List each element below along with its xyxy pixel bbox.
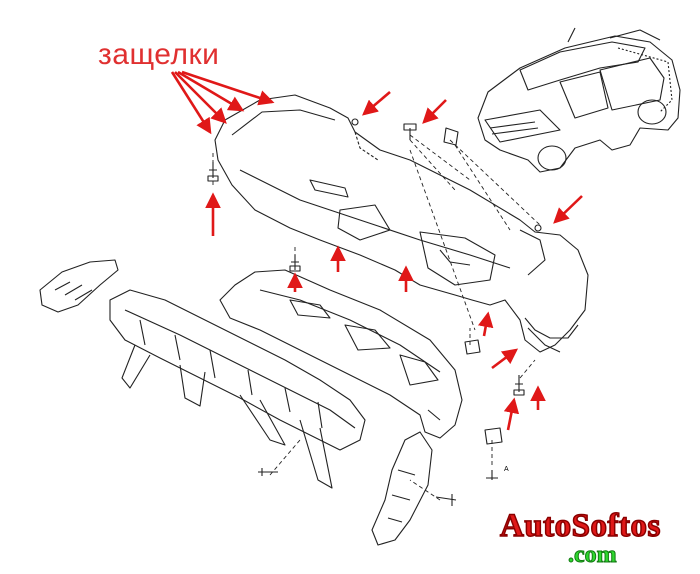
arrow-bottom-4 xyxy=(478,311,494,337)
arrow-corner xyxy=(491,348,519,370)
arrow-top-screw xyxy=(422,99,447,124)
left-bracket xyxy=(39,259,119,313)
arrow-clip-3 xyxy=(177,70,245,112)
arrow-right-side xyxy=(553,195,583,224)
arrow-clip-1 xyxy=(170,71,212,135)
right-bracket xyxy=(371,431,433,546)
arrow-clip-2 xyxy=(174,71,227,124)
arrow-top-center xyxy=(362,91,391,116)
callout-arrows xyxy=(170,70,583,431)
arrow-lower-screw-1 xyxy=(503,397,520,431)
reinforcement-beam xyxy=(109,289,366,489)
watermark-line1: AutoSoftos xyxy=(499,507,661,545)
fasteners xyxy=(207,123,525,506)
fastener-dimension-label: A xyxy=(504,466,509,473)
car-silhouette xyxy=(477,27,681,173)
lower-diffuser xyxy=(219,269,463,439)
arrow-clip-4 xyxy=(181,70,275,106)
clips-label: защелки xyxy=(98,38,220,71)
watermark-line2: .com xyxy=(568,542,618,569)
bumper-cover xyxy=(214,94,589,353)
assembly-lines xyxy=(212,134,541,501)
